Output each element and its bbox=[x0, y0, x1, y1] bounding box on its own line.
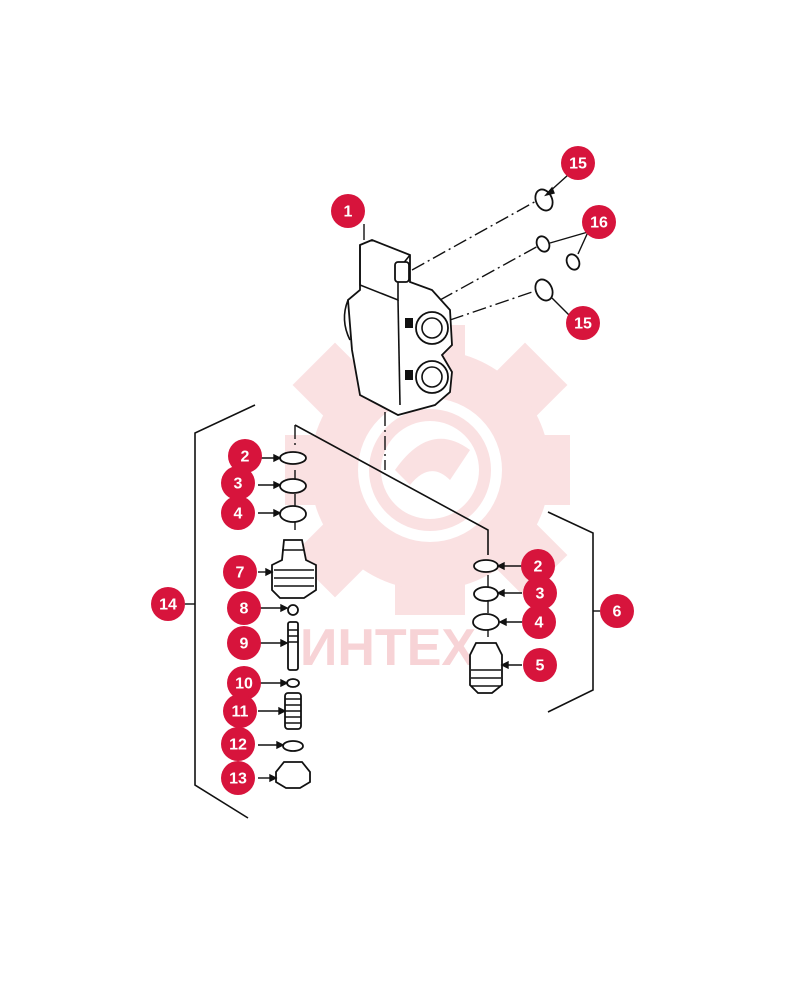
svg-text:5: 5 bbox=[536, 658, 545, 675]
callout-13: 13 bbox=[221, 761, 255, 795]
callout-5: 5 bbox=[523, 648, 557, 682]
callout-3-right: 3 bbox=[523, 576, 557, 610]
svg-text:1: 1 bbox=[344, 204, 353, 221]
callout-2-right: 2 bbox=[521, 549, 555, 583]
svg-text:11: 11 bbox=[232, 704, 249, 721]
svg-text:10: 10 bbox=[235, 676, 253, 693]
callout-4-right: 4 bbox=[522, 605, 556, 639]
callout-16: 16 bbox=[582, 205, 616, 239]
callout-12: 12 bbox=[221, 727, 255, 761]
svg-text:9: 9 bbox=[240, 636, 249, 653]
svg-text:3: 3 bbox=[234, 476, 243, 493]
callout-15-top: 15 bbox=[561, 146, 595, 180]
svg-text:3: 3 bbox=[536, 586, 545, 603]
callout-15-bottom: 15 bbox=[566, 306, 600, 340]
svg-text:7: 7 bbox=[236, 565, 245, 582]
svg-text:15: 15 bbox=[574, 316, 592, 333]
svg-text:2: 2 bbox=[241, 449, 250, 466]
callout-14: 14 bbox=[151, 587, 185, 621]
callout-4-left: 4 bbox=[221, 496, 255, 530]
callout-1: 1 bbox=[331, 194, 365, 228]
watermark-text: ИНТЕХ bbox=[300, 619, 476, 677]
callout-8: 8 bbox=[227, 591, 261, 625]
svg-text:6: 6 bbox=[613, 604, 622, 621]
svg-text:4: 4 bbox=[535, 615, 544, 632]
left-valve-stack bbox=[271, 451, 317, 789]
callout-3-left: 3 bbox=[221, 466, 255, 500]
watermark-gear-logo bbox=[285, 325, 570, 615]
svg-text:13: 13 bbox=[229, 771, 247, 788]
svg-text:4: 4 bbox=[234, 506, 243, 523]
callout-2-left: 2 bbox=[228, 439, 262, 473]
svg-text:12: 12 bbox=[229, 737, 247, 754]
leader-arrows bbox=[185, 174, 600, 783]
svg-text:14: 14 bbox=[159, 597, 177, 614]
callout-11: 11 bbox=[223, 694, 257, 728]
callout-9: 9 bbox=[227, 626, 261, 660]
svg-text:16: 16 bbox=[590, 215, 608, 232]
callout-6: 6 bbox=[600, 594, 634, 628]
svg-text:2: 2 bbox=[534, 559, 543, 576]
callout-7: 7 bbox=[223, 555, 257, 589]
svg-text:8: 8 bbox=[240, 601, 249, 618]
callout-10: 10 bbox=[227, 666, 261, 700]
valve-body bbox=[343, 239, 453, 416]
svg-text:15: 15 bbox=[569, 156, 587, 173]
